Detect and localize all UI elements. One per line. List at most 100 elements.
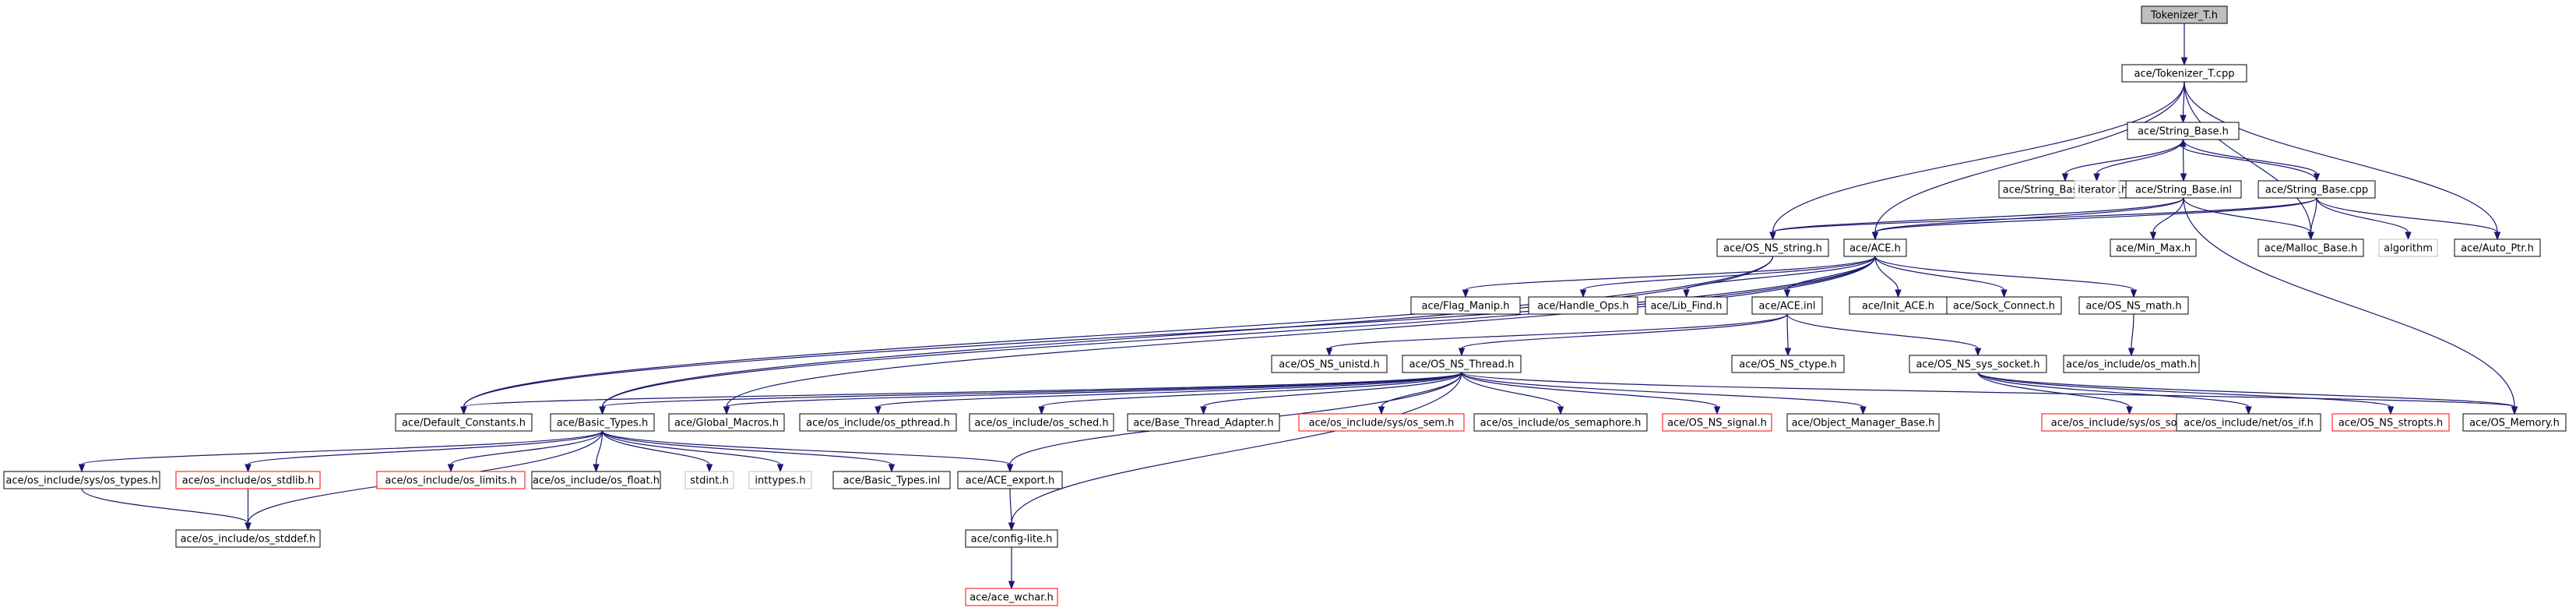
arrowhead-icon: [1325, 348, 1333, 357]
arrowhead-icon: [2001, 289, 2008, 298]
node-configlite[interactable]: ace/config-lite.h: [965, 529, 1058, 548]
arrowhead-icon: [1200, 406, 1207, 415]
node-strbase[interactable]: ace/String_Base.h: [2127, 122, 2240, 140]
dependency-edge: [81, 488, 252, 532]
node-flag[interactable]: ace/Flag_Manip.h: [1410, 296, 1521, 315]
dependency-edge: [2182, 139, 2321, 182]
arrowhead-icon: [2093, 173, 2100, 182]
node-autoptr[interactable]: ace/Auto_Ptr.h: [2454, 238, 2541, 257]
node-osincmath[interactable]: ace/os_include/os_math.h: [2063, 355, 2200, 373]
arrowhead-icon: [1974, 348, 1982, 357]
node-objmgr[interactable]: ace/Object_Manager_Base.h: [1786, 413, 1940, 432]
node-wchar[interactable]: ace/ace_wchar.h: [965, 588, 1058, 606]
node-syssocket[interactable]: ace/OS_NS_sys_socket.h: [1909, 355, 2047, 373]
node-signal[interactable]: ace/OS_NS_signal.h: [1662, 413, 1772, 432]
node-box: [531, 471, 661, 489]
node-libfind[interactable]: ace/Lib_Find.h: [1645, 296, 1728, 315]
node-ctype[interactable]: ace/OS_NS_ctype.h: [1731, 355, 1845, 373]
dependency-edge: [1008, 488, 1015, 532]
edge-line: [2096, 139, 2184, 175]
dependency-edge: [1786, 313, 1982, 357]
node-label: ace/ACE.h: [1849, 243, 1901, 255]
node-tokcpp[interactable]: ace/Tokenizer_T.cpp: [2121, 64, 2247, 83]
node-stdlib[interactable]: ace/os_include/os_stdlib.h: [175, 471, 321, 489]
node-handle[interactable]: ace/Handle_Ops.h: [1528, 296, 1638, 315]
node-defconst[interactable]: ace/Default_Constants.h: [395, 413, 533, 432]
edge-line: [2182, 146, 2317, 182]
node-float[interactable]: ace/os_include/os_float.h: [531, 471, 661, 489]
node-stropts[interactable]: ace/OS_NS_stropts.h: [2331, 413, 2450, 432]
edge-line: [81, 430, 604, 465]
node-label: ace/OS_NS_stropts.h: [2338, 418, 2443, 429]
node-osmemory[interactable]: ace/OS_Memory.h: [2462, 413, 2567, 432]
node-aceh[interactable]: ace/ACE.h: [1843, 238, 1907, 257]
node-label: ace/os_include/os_pthread.h: [806, 418, 950, 429]
dependency-edge: [1461, 372, 1564, 415]
dependency-edge: [601, 430, 1014, 473]
arrowhead-icon: [706, 464, 713, 473]
node-box: [175, 471, 321, 489]
node-minmax[interactable]: ace/Min_Max.h: [2110, 238, 2197, 257]
dependency-edge: [2180, 23, 2188, 66]
node-algorithm: algorithm: [2378, 238, 2438, 257]
edge-line: [1977, 372, 2515, 408]
node-box: [1127, 413, 1280, 432]
node-label: Tokenizer_T.h: [2150, 10, 2218, 22]
edge-line: [601, 430, 1011, 465]
node-box: [2378, 238, 2438, 257]
node-label: ace/Init_ACE.h: [1862, 301, 1934, 313]
node-box: [1731, 355, 1845, 373]
dependency-edge: [1579, 256, 1876, 298]
arrowhead-icon: [1008, 522, 1015, 532]
dependency-edge: [601, 430, 713, 473]
dependency-edge: [2127, 313, 2135, 357]
edge-line: [2152, 197, 2184, 233]
node-osstring[interactable]: ace/OS_NS_string.h: [1716, 238, 1829, 257]
node-strinl[interactable]: ace/String_Base.inl: [2125, 180, 2242, 199]
node-netif[interactable]: ace/os_include/net/os_if.h: [2176, 413, 2321, 432]
arrowhead-icon: [723, 406, 730, 415]
node-malloc[interactable]: ace/Malloc_Base.h: [2258, 238, 2364, 257]
node-label: ace/os_include/os_semaphore.h: [1480, 418, 1642, 429]
dependency-edge: [2093, 139, 2184, 182]
node-export[interactable]: ace/ACE_export.h: [957, 471, 1063, 489]
node-initace[interactable]: ace/Init_ACE.h: [1849, 296, 1948, 315]
node-strcpp[interactable]: ace/String_Base.cpp: [2258, 180, 2376, 199]
node-btadapter[interactable]: ace/Base_Thread_Adapter.h: [1127, 413, 1280, 432]
node-root[interactable]: Tokenizer_T.h: [2141, 5, 2228, 24]
dependency-edge: [1874, 256, 2008, 298]
node-unistd[interactable]: ace/OS_NS_unistd.h: [1271, 355, 1388, 373]
node-syssem[interactable]: ace/os_include/sys/os_sem.h: [1298, 413, 1465, 432]
node-sock[interactable]: ace/Sock_Connect.h: [1946, 296, 2062, 315]
node-label: ace/ace_wchar.h: [970, 592, 1054, 604]
node-box: [1410, 296, 1521, 315]
arrowhead-icon: [1378, 406, 1385, 415]
dependency-edge: [1871, 197, 2184, 241]
node-globmac[interactable]: ace/Global_Macros.h: [668, 413, 785, 432]
arrowhead-icon: [245, 522, 252, 532]
node-systypes[interactable]: ace/os_include/sys/os_types.h: [3, 471, 160, 489]
node-osmath[interactable]: ace/OS_NS_math.h: [2078, 296, 2189, 315]
arrowhead-icon: [599, 406, 606, 415]
edge-line: [463, 256, 1774, 408]
node-box: [2125, 180, 2242, 199]
node-thread[interactable]: ace/OS_NS_Thread.h: [1402, 355, 1522, 373]
node-sched[interactable]: ace/os_include/os_sched.h: [969, 413, 1114, 432]
node-label: ace/String_Base.cpp: [2265, 185, 2368, 196]
node-semaphore[interactable]: ace/os_include/os_semaphore.h: [1473, 413, 1648, 432]
node-aceinl[interactable]: ace/ACE.inl: [1751, 296, 1823, 315]
node-box: [1946, 296, 2062, 315]
node-pthread[interactable]: ace/os_include/os_pthread.h: [799, 413, 957, 432]
node-box: [832, 471, 951, 489]
node-box: [1271, 355, 1388, 373]
node-stddef[interactable]: ace/os_include/os_stddef.h: [175, 529, 321, 548]
arrowhead-icon: [1458, 348, 1466, 357]
node-basic[interactable]: ace/Basic_Types.h: [550, 413, 655, 432]
node-basicinl[interactable]: ace/Basic_Types.inl: [832, 471, 951, 489]
dependency-edge: [875, 372, 1462, 415]
node-label: inttypes.h: [755, 475, 805, 487]
node-limits[interactable]: ace/os_include/os_limits.h: [376, 471, 526, 489]
edge-line: [1874, 197, 2317, 233]
node-box: [550, 413, 655, 432]
